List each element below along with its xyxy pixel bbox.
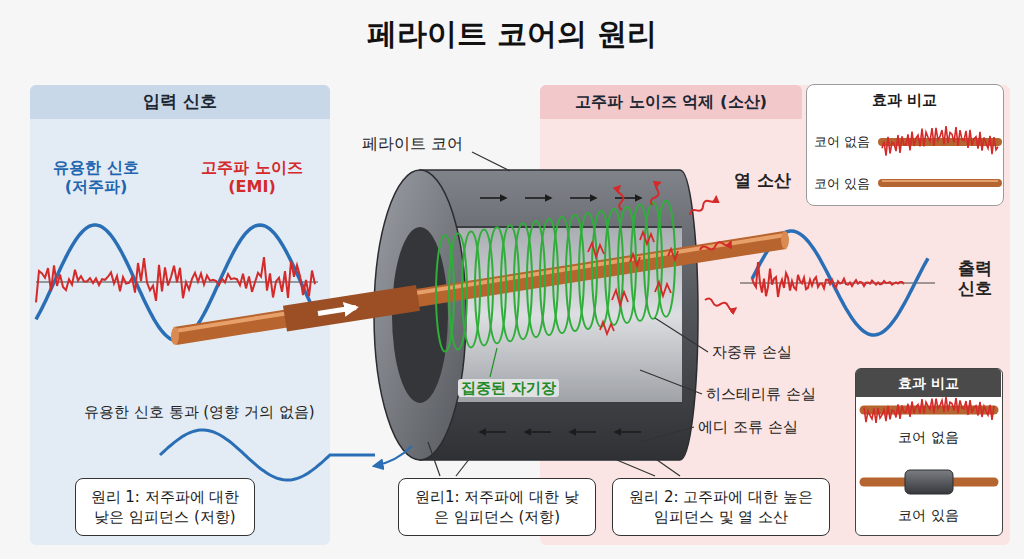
diagram-title: 페라이트 코어의 원리 (0, 14, 1024, 55)
passed-signal-wave (160, 430, 375, 480)
path-shape (612, 290, 628, 305)
line-shape (525, 431, 551, 433)
line-shape (882, 179, 998, 187)
principle-callout: 원리1: 저주파에 대한 낮은 임피던스 (저항) (398, 478, 596, 536)
core-hole (392, 227, 448, 403)
magnetic-field-coils (436, 201, 675, 352)
callout-text: 원리 1: 저주파에 대한 낮은 임피던스 (저항) (88, 487, 242, 528)
line-shape (605, 455, 655, 476)
leader-lines (428, 152, 708, 476)
loss-label: 에디 조류 손실 (698, 418, 798, 436)
path-shape (630, 254, 640, 266)
line-shape (650, 455, 680, 476)
compare-box-ground (806, 84, 1004, 206)
line-shape (640, 370, 702, 394)
cut-edge (420, 402, 682, 404)
wire-insulation (285, 298, 418, 319)
current-arrow (318, 308, 356, 314)
path-shape (617, 186, 624, 210)
compare-label: 코어 있음 (856, 507, 1001, 525)
field-coil (657, 201, 675, 317)
suppression-panel: 고주파 노이즈 억제 (소산)효과 비교코어 없음코어 있음효과 비교코어 없음… (540, 85, 1010, 545)
wire-end (171, 327, 179, 345)
ferrite-core (374, 170, 698, 460)
line-shape (525, 197, 551, 199)
callout-text: 원리1: 저주파에 대한 낮은 임피던스 (저항) (411, 487, 583, 528)
rect-shape (905, 470, 953, 494)
line-shape (615, 431, 641, 433)
g-shape (699, 239, 731, 252)
compare-box: 효과 비교코어 없음코어 있음 (806, 84, 1004, 206)
line-shape (655, 318, 708, 352)
path-shape (864, 397, 994, 423)
line-shape (570, 431, 596, 433)
part-label: 페라이트 코어 (362, 134, 463, 153)
line-shape (480, 431, 506, 433)
line-shape (456, 458, 470, 476)
loss-label: 히스테리류 손실 (706, 385, 816, 403)
pass-arrow (374, 446, 412, 466)
output-label: 출력 신호 (950, 258, 1000, 299)
principle-callout: 원리 2: 고주파에 대한 높은 임피던스 및 열 소산 (612, 478, 830, 536)
line-shape (570, 197, 596, 199)
line-shape (490, 348, 497, 377)
path-shape (588, 243, 604, 257)
panel-heading: 고주파 노이즈 억제 (소산) (540, 85, 802, 119)
g-shape (650, 182, 663, 206)
noise-wave (36, 257, 315, 302)
line-shape (640, 427, 694, 442)
path-shape (655, 282, 671, 296)
compare-box: 효과 비교코어 없음코어 있음 (855, 368, 1003, 536)
line-shape (615, 197, 641, 199)
principle-callout: 원리 1: 저주파에 대한 낮은 임피던스 (저항) (75, 478, 255, 536)
path-shape (600, 322, 614, 334)
line-shape (480, 197, 506, 199)
damped-noise-wave (752, 262, 904, 297)
absorbed-noise (588, 232, 678, 334)
compare-heading: 효과 비교 (807, 91, 1002, 110)
compare-label: 코어 있음 (814, 175, 870, 193)
path-shape (699, 239, 731, 252)
path-shape (640, 232, 654, 244)
path-shape (882, 126, 998, 156)
compare-heading: 효과 비교 (856, 369, 1001, 397)
path-shape (650, 182, 663, 206)
callout-text: 원리 2: 고주파에 대한 높은 임피던스 및 열 소산 (625, 487, 817, 528)
pass-label: 유용한 신호 통과 (영향 거의 없음) (84, 403, 315, 421)
g-shape (617, 186, 624, 210)
g-shape (704, 298, 736, 311)
signal-label: 유용한 신호 (저주파) (40, 158, 152, 196)
compare-label: 코어 없음 (856, 429, 1001, 447)
wire-end (781, 231, 789, 249)
heat-arrows (617, 182, 736, 311)
path-shape (668, 249, 678, 260)
compare-box-ground (855, 368, 1003, 536)
line-shape (472, 152, 510, 171)
path-shape (689, 195, 718, 217)
line-shape (882, 180, 998, 182)
panel-heading: 입력 신호 (30, 85, 330, 119)
compare-label: 코어 없음 (814, 133, 870, 151)
noise-label: 고주파 노이즈 (EMI) (182, 158, 322, 196)
cut-edge (420, 226, 682, 228)
path-shape (704, 298, 736, 311)
heat-label: 열 소산 (734, 170, 791, 190)
field-label: 집중된 자기장 (458, 379, 559, 397)
g-shape (689, 195, 718, 217)
loss-label: 자중류 손실 (712, 343, 792, 361)
input-panel: 입력 신호원리 1: 저주파에 대한 낮은 임피던스 (저항) (30, 85, 330, 545)
line-shape (428, 442, 440, 476)
